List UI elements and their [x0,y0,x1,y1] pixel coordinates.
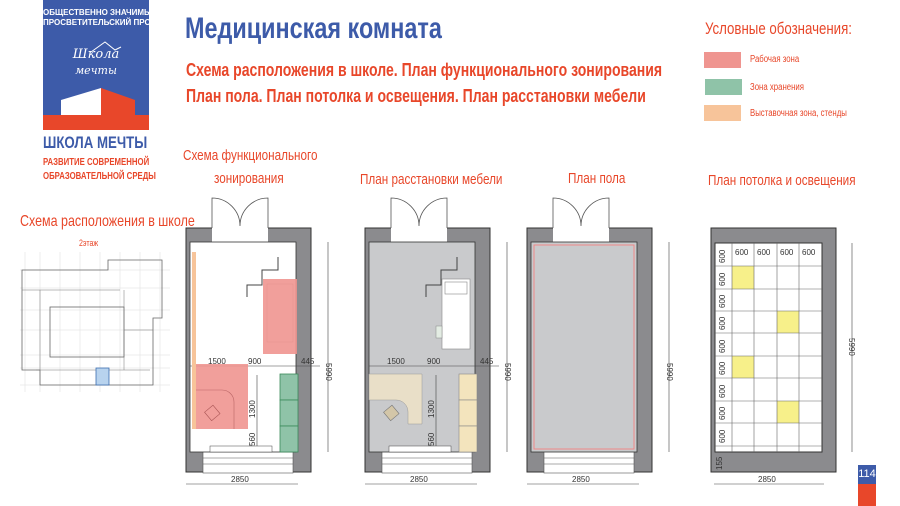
location-title: Схема расположения в школе [20,213,195,230]
highlighted-room [95,367,110,386]
plan-title-ceiling: План потолка и освещения [708,172,856,189]
dim-2850: 2850 [572,475,590,484]
chair [383,404,400,422]
legend-title: Условные обозначения: [705,19,852,38]
ceiling-dim-label: 600 [718,406,727,420]
ceiling-dim-label: 600 [718,429,727,443]
ceiling-dim-label: 600 [718,249,727,263]
plan-title-zoning-2: зонирования [214,170,284,187]
logo-tagline1: РАЗВИТИЕ СОВРЕМЕННОЙ [43,157,150,168]
dim-2850: 2850 [231,475,249,484]
ceiling-dim-label: 600 [718,384,727,398]
location-floor: 2этаж [79,238,99,248]
dim-900: 900 [427,357,441,366]
page-title: Медицинская комната [185,12,442,45]
dim-5990: 5990 [324,363,333,381]
dim-155: 155 [715,456,724,470]
dim-560: 560 [248,432,257,446]
storage-zone [279,373,299,453]
dim-5990: 5990 [503,363,512,381]
plan-title-furniture: План расстановки мебели [360,171,503,188]
page-number: 114 [858,465,876,484]
legend-label-storage: Зона хранения [750,82,804,93]
page-number-accent [858,484,876,506]
dim-1300: 1300 [248,400,257,418]
plan-floor: 5990 2850 [526,197,674,485]
dim-900: 900 [248,357,262,366]
subtitle-2: План пола. План потолка и освещения. Пла… [186,86,646,106]
cabinets [458,373,478,453]
logo-tagline2: ОБРАЗОВАТЕЛЬНОЙ СРЕДЫ [43,171,156,182]
dim-1500: 1500 [387,357,405,366]
dim-1500: 1500 [208,357,226,366]
ceiling-dim-label: 600 [718,294,727,308]
legend-swatch-storage [705,79,742,95]
dim-560: 560 [427,432,436,446]
ceiling-dim-label: 600 [718,361,727,375]
project-logo: ОБЩЕСТВЕННО ЗНАЧИМЫЙ ПРОСВЕТИТЕЛЬСКИЙ ПР… [43,0,167,130]
subtitle-1: Схема расположения в школе. План функцио… [186,60,663,80]
plan-title-floor: План пола [568,170,626,187]
dim-2850: 2850 [410,475,428,484]
work-zone-bed [263,279,297,354]
ceiling-dim-label: 600 [735,248,749,257]
ceiling-dim-label: 600 [757,248,771,257]
dim-5990: 5990 [665,363,674,381]
logo-line1: ОБЩЕСТВЕННО ЗНАЧИМЫЙ [43,8,158,17]
ceiling-dim-label: 600 [718,272,727,286]
legend-swatch-work [704,52,741,68]
logo-name: ШКОЛА МЕЧТЫ [43,133,148,152]
dim-5990: 5990 [847,338,856,356]
dim-2850: 2850 [758,475,776,484]
dim-445: 445 [301,357,315,366]
dim-1300: 1300 [427,400,436,418]
legend-label-exhibit: Выставочная зона, стенды [750,108,847,119]
plan-furniture: 1500 900 445 1300 560 5990 2850 [364,197,512,485]
dim-445: 445 [480,357,494,366]
logo-line2: ПРОСВЕТИТЕЛЬСКИЙ ПРОЕКТ [43,18,167,27]
plan-title-zoning-1: Схема функционального [183,147,318,164]
ceiling-dim-label: 600 [718,339,727,353]
work-zone-desk [195,364,248,429]
logo-script2: мечты [75,64,117,77]
logo-script1: Школа [72,47,120,62]
ceiling-dim-label: 600 [780,248,794,257]
school-floor-map [20,252,170,392]
plan-zoning: 1500 900 445 1300 560 5990 2850 [185,197,333,485]
ceiling-lights [732,266,799,423]
desk [368,373,423,425]
exhibit-zone [192,252,196,429]
legend-swatch-exhibit [704,105,741,121]
ceiling-dim-label: 600 [718,316,727,330]
legend-label-work: Рабочая зона [750,54,800,65]
school-building-icon [43,41,149,130]
ceiling-dim-label: 600 [802,248,816,257]
